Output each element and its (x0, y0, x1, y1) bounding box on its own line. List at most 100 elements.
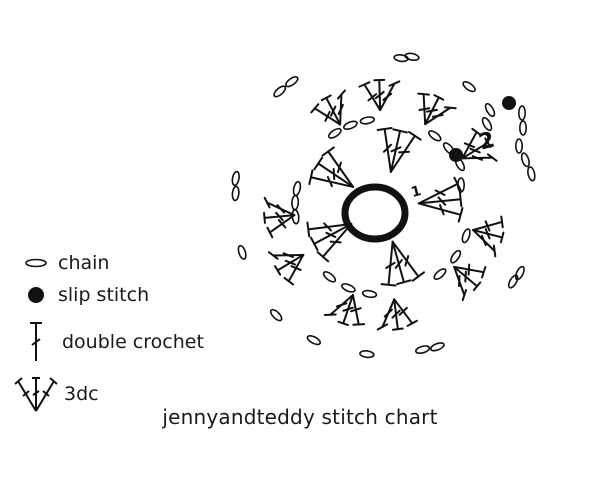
double-crochet-slash (404, 255, 410, 267)
three-dc-slash (480, 234, 487, 247)
three-dc-slash (276, 204, 286, 214)
legend-slip-stitch: slip stitch (14, 284, 149, 306)
three-dc-cluster (461, 127, 498, 162)
slip-stitch-dot (502, 96, 516, 110)
three-dc-slash (335, 302, 348, 308)
legend-3dc: 3dc (14, 374, 99, 414)
three-dc-slash (426, 108, 438, 113)
three-dc-top-bar (443, 106, 457, 110)
chain-stitch (481, 116, 493, 132)
three-dc-top-bar (388, 80, 401, 87)
double-crochet-top-bar (376, 127, 393, 132)
double-crochet-top-bar (313, 156, 324, 171)
chain-stitch (429, 342, 445, 352)
double-crochet-post (383, 128, 392, 173)
double-crochet-slash (385, 261, 396, 270)
3dc-icon (14, 374, 58, 414)
double-crochet-slash (336, 161, 342, 174)
chain-stitch (343, 120, 358, 130)
three-dc-slash (350, 307, 362, 313)
chain-stitch (361, 289, 378, 299)
chain-stitch (518, 120, 527, 136)
three-dc-top-bar (417, 92, 430, 96)
round-number-2: 2 (476, 128, 497, 156)
three-dc-cluster (472, 215, 505, 258)
double-crochet-slash (437, 196, 447, 206)
three-dc-top-bar (352, 323, 366, 326)
round-1-stitches (291, 116, 471, 299)
three-dc-cluster (323, 294, 366, 327)
three-dc-slash (383, 308, 393, 318)
chain-stitch (517, 105, 526, 121)
double-crochet-top-bar (396, 279, 412, 286)
three-dc-cluster (310, 89, 346, 126)
chart-caption: jennyandteddy stitch chart (162, 405, 438, 429)
slip-stitch-dot (449, 148, 463, 162)
double-crochet-post (313, 222, 353, 245)
double-crochet-post (417, 182, 459, 205)
double-crochet-post (307, 222, 353, 231)
chain-stitch (237, 244, 247, 260)
three-dc-slash (457, 275, 461, 288)
double-crochet-post (391, 240, 405, 284)
three-dc-slash (367, 93, 378, 102)
magic-ring (341, 183, 409, 243)
three-dc-slash (277, 219, 287, 229)
chain-stitch (461, 228, 471, 244)
double-crochet-slash (329, 240, 342, 244)
three-dc-slash (464, 270, 467, 283)
double-crochet-slash (434, 189, 446, 196)
double-crochet-top-bar (392, 128, 408, 134)
legend-3dc-label: 3dc (64, 383, 99, 405)
three-dc-slash (374, 90, 385, 100)
three-dc-slash (484, 220, 491, 232)
three-dc-top-bar (391, 327, 404, 331)
legend-double-crochet-label: double crochet (62, 331, 204, 353)
three-dc-slash (284, 259, 297, 266)
three-dc-top-bar (263, 196, 271, 209)
chain-stitch (527, 166, 536, 182)
legend-chain-label: chain (58, 252, 110, 274)
three-dc-slash (290, 265, 302, 271)
three-dc-top-bar (337, 320, 349, 327)
double-crochet-top-bar (458, 191, 463, 208)
double-crochet-post (389, 129, 402, 173)
three-dc-slash (469, 147, 481, 154)
three-dc-slash (330, 105, 337, 117)
double-crochet-top-bar (457, 207, 464, 223)
three-dc-top-bar (323, 313, 337, 317)
chain-stitch (291, 194, 300, 211)
three-dc-top-bar (263, 211, 266, 224)
double-crochet-slash (398, 150, 411, 154)
three-dc-top-bar (486, 153, 498, 162)
three-dc-top-bar (500, 215, 504, 229)
three-dc-top-bar (268, 251, 279, 260)
three-dc-slash (382, 92, 393, 101)
chain-stitch (306, 335, 322, 346)
double-crochet-post (387, 240, 394, 286)
double-crochet-post (309, 176, 355, 188)
three-dc-top-bar (274, 265, 282, 276)
chain-stitch (359, 116, 376, 125)
double-crochet-post (321, 222, 353, 258)
three-dc-cluster (453, 263, 487, 302)
round-number-1: 1 (409, 183, 423, 201)
chain-stitch (514, 265, 525, 281)
three-dc-top-bar (492, 244, 497, 258)
chain-stitch (507, 274, 519, 289)
chain-stitch (456, 177, 465, 193)
double-crochet-top-bar (380, 283, 397, 287)
three-dc-top-bar (484, 137, 492, 148)
three-dc-slash (342, 306, 354, 312)
three-dc-top-bar (499, 231, 505, 244)
chain-stitch (450, 249, 462, 264)
chain-stitch (462, 80, 476, 93)
three-dc-cluster (268, 251, 305, 286)
three-dc-top-bar (472, 281, 482, 292)
double-crochet-top-bar (316, 251, 330, 263)
double-crochet-top-bar (321, 146, 335, 157)
chain-stitch (520, 152, 530, 168)
three-dc-cluster (417, 92, 457, 126)
chain-stitch (322, 271, 337, 283)
three-dc-cluster (263, 196, 296, 239)
